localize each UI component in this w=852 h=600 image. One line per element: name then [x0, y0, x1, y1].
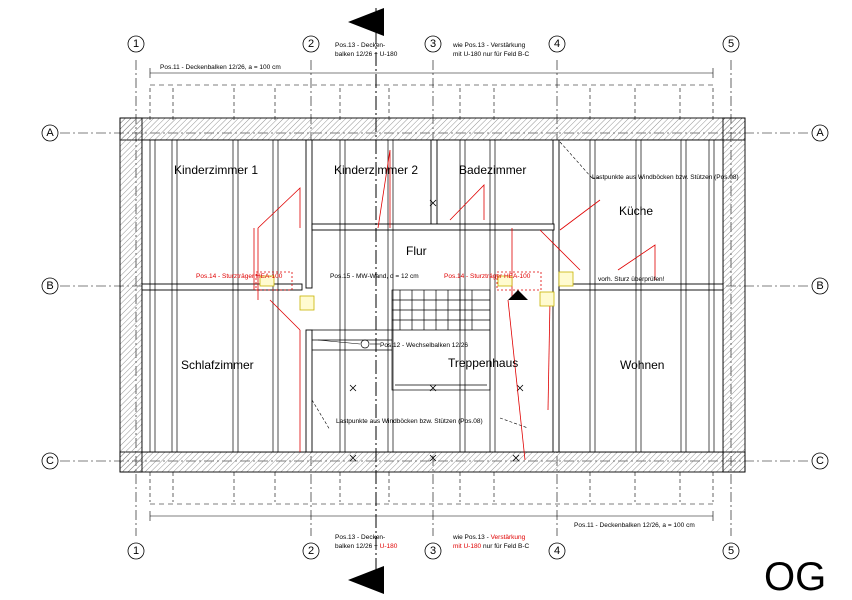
- note-top-pos13-line1: Pos.13 - Decken-: [335, 42, 385, 49]
- axis-bubble-5-top: [722, 35, 740, 53]
- axis-label-3-bottom: 3: [430, 545, 436, 557]
- axis-bubble-2-bottom: [302, 542, 320, 560]
- section-flag-bottom-icon: [348, 566, 384, 594]
- axis-label-2-top: 2: [308, 38, 314, 50]
- axis-bubbles-bottom: [127, 542, 740, 560]
- room-flur: Flur: [406, 244, 427, 258]
- leader-lines: [311, 141, 600, 431]
- axis-label-3-top: 3: [430, 38, 436, 50]
- axis-bubble-3-top: [424, 35, 442, 53]
- note-top-right-line2: mit U-180 nur für Feld B-C: [453, 51, 530, 58]
- ceiling-beams: [149, 140, 715, 452]
- axis-bubble-5-bottom: [722, 542, 740, 560]
- dimension-lines: [149, 68, 714, 521]
- room-kueche: Küche: [619, 204, 653, 218]
- section-flag-top-icon: [348, 8, 384, 36]
- staircase: [312, 289, 491, 391]
- axis-bubble-1-bottom: [127, 542, 145, 560]
- axis-bubble-A-right: [811, 124, 829, 142]
- room-badezimmer: Badezimmer: [459, 163, 526, 177]
- axis-label-2-bottom: 2: [308, 545, 314, 557]
- axis-label-5-bottom: 5: [728, 545, 734, 557]
- axis-label-C-left: C: [46, 455, 54, 467]
- red-markings: [253, 149, 656, 461]
- axis-label-4-top: 4: [554, 38, 560, 50]
- note-pos15: Pos.15 - MW-Wand, d = 12 cm: [330, 273, 419, 280]
- axis-label-5-top: 5: [728, 38, 734, 50]
- pos12-leader: [317, 339, 380, 345]
- note-lastpunkte-bottom: Lastpunkte aus Windböcken bzw. Stützen (…: [336, 418, 483, 425]
- room-treppenhaus: Treppenhaus: [448, 356, 518, 370]
- axis-bubble-B-right: [811, 277, 829, 295]
- axis-label-C-right: C: [816, 455, 824, 467]
- note-pos12: Pos.12 - Wechselbalken 12/26: [380, 342, 468, 349]
- axis-bubble-1-top: [127, 35, 145, 53]
- room-kinderzimmer-2: Kinderzimmer 2: [334, 163, 418, 177]
- axis-label-1-bottom: 1: [133, 545, 139, 557]
- room-kinderzimmer-1: Kinderzimmer 1: [174, 163, 258, 177]
- axis-bubble-A-left: [41, 124, 59, 142]
- floor-label: OG: [764, 555, 826, 599]
- axis-label-1-top: 1: [133, 38, 139, 50]
- room-wohnen: Wohnen: [620, 358, 664, 372]
- axis-bubble-2-top: [302, 35, 320, 53]
- axis-bubble-B-left: [41, 277, 59, 295]
- axis-bubbles-sides: [41, 124, 829, 470]
- note-bottom-right-line2: mit U-180 nur für Feld B-C: [453, 543, 530, 550]
- note-bottom-right-beam: Pos.11 - Deckenbalken 12/26, a = 100 cm: [574, 522, 695, 529]
- axis-label-B-right: B: [816, 280, 823, 292]
- axis-bubble-4-bottom: [548, 542, 566, 560]
- x-markers: [349, 199, 524, 462]
- note-lastpunkte-top: Lastpunkte aus Windböcken bzw. Stützen (…: [592, 174, 739, 181]
- note-bottom-pos13-line1: Pos.13 - Decken-: [335, 534, 385, 541]
- axis-label-4-bottom: 4: [554, 545, 560, 557]
- beam-ticks: [149, 88, 714, 502]
- note-vorh-sturz: vorh. Sturz überprüfen!: [598, 276, 665, 283]
- support-triangle-icon: [508, 290, 528, 300]
- note-pos14-left: Pos.14 - Sturzträger HEA-100: [196, 273, 283, 280]
- note-top-pos13-line2: balken 12/26 + U-180: [335, 51, 398, 58]
- axis-bubble-3-bottom: [424, 542, 442, 560]
- note-pos14-right: Pos.14 - Sturzträger HEA-100: [444, 273, 531, 280]
- axis-bubble-C-right: [811, 452, 829, 470]
- note-bottom-right-line1: wie Pos.13 - Verstärkung: [452, 534, 526, 541]
- axis-label-A-left: A: [46, 127, 54, 139]
- note-top-right-line1: wie Pos.13 - Verstärkung: [452, 42, 526, 49]
- axis-label-A-right: A: [816, 127, 824, 139]
- note-top-left-beam: Pos.11 - Deckenbalken 12/26, a = 100 cm: [160, 64, 281, 71]
- outer-walls: [119, 117, 746, 473]
- axis-bubble-4-top: [548, 35, 566, 53]
- room-schlafzimmer: Schlafzimmer: [181, 358, 254, 372]
- axis-label-B-left: B: [46, 280, 53, 292]
- note-bottom-pos13-line2: balken 12/26 + U-180: [335, 543, 398, 550]
- axis-bubbles-top: [127, 35, 740, 53]
- axis-bubble-C-left: [41, 452, 59, 470]
- bearing-pads: [259, 271, 574, 311]
